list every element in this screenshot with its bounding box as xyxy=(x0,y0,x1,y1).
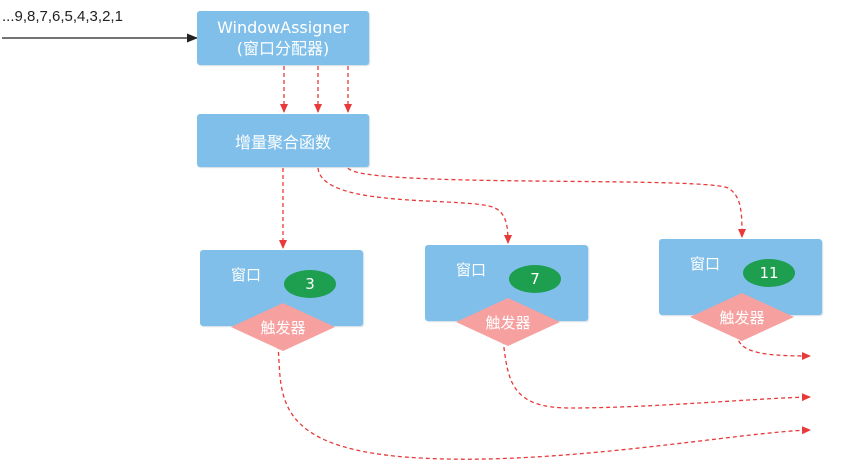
window-label: 窗口 xyxy=(456,261,487,279)
incremental-aggregate-function-node: 增量聚合函数 xyxy=(197,114,369,167)
window-label: 窗口 xyxy=(231,266,262,284)
window-assigner-title: WindowAssigner xyxy=(217,18,349,37)
window-node-3: 窗口 11 xyxy=(659,239,822,315)
window-label: 窗口 xyxy=(690,255,721,273)
aggregator-label: 增量聚合函数 xyxy=(234,132,331,152)
window-count-badge: 11 xyxy=(743,259,795,287)
input-sequence-label: ...9,8,7,6,5,4,3,2,1 xyxy=(2,8,123,25)
trigger-1-output-arrow xyxy=(277,344,811,460)
window-node-2: 窗口 7 xyxy=(425,245,588,321)
agg-to-window-3-arrow xyxy=(347,167,746,238)
trigger-2-output-arrow xyxy=(502,339,811,409)
trigger-diamond-3: 触发器 xyxy=(689,292,795,342)
window-count-badge: 3 xyxy=(284,270,336,298)
agg-to-window-2-arrow xyxy=(317,167,512,244)
window-assigner-node: WindowAssigner (窗口分配器) xyxy=(197,11,369,65)
trigger-label: 触发器 xyxy=(485,313,531,332)
trigger-label: 触发器 xyxy=(260,318,306,337)
window-count-badge: 7 xyxy=(509,265,561,293)
window-assigner-subtitle: (窗口分配器) xyxy=(236,39,330,58)
trigger-diamond-2: 触发器 xyxy=(455,297,561,347)
trigger-label: 触发器 xyxy=(719,308,765,327)
trigger-diamond-1: 触发器 xyxy=(230,302,336,352)
